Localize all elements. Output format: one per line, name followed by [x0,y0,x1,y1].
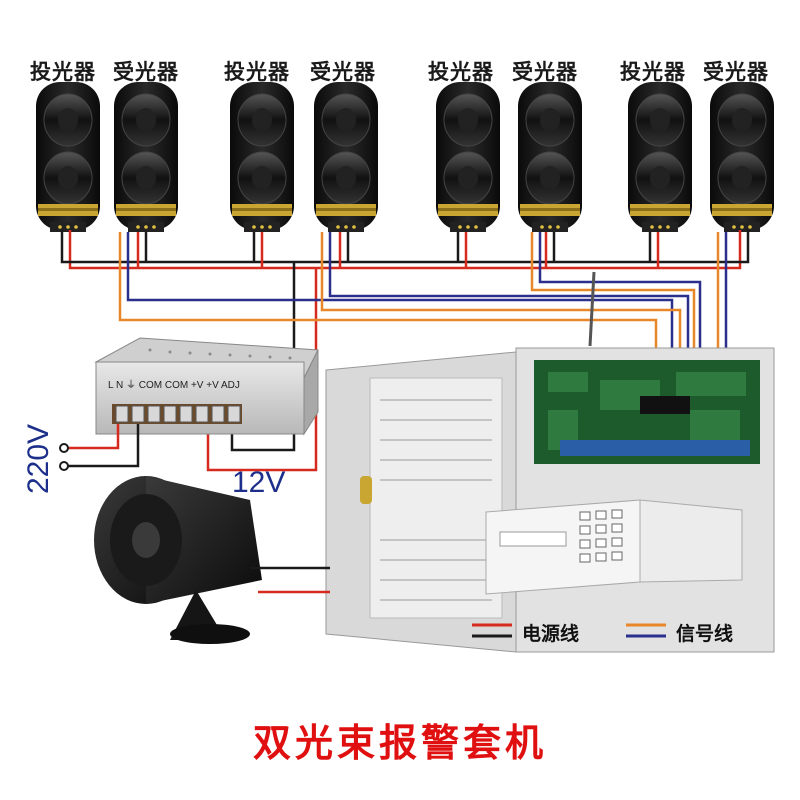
diagram-title: 双光束报警套机 [252,721,547,765]
alarm-panel-icon [325,271,775,653]
input-voltage-label: 220V [22,423,55,494]
legend-signal-label: 信号线 [676,623,734,645]
beam-receiver-icon [709,81,775,233]
power-supply-icon [94,337,319,436]
mains-terminal-icon [59,443,69,453]
signal-wires [118,232,728,352]
beam-transmitter-icon [435,81,501,233]
pair1-receiver-label: 受光器 [113,60,179,84]
beam-receiver-icon [313,81,379,233]
mains-terminal-icon [59,461,69,471]
pair3-receiver-label: 受光器 [512,60,578,84]
pair2-receiver-label: 受光器 [310,60,376,84]
beam-transmitter-icon [627,81,693,233]
legend [472,623,666,638]
siren-horn-icon [94,476,262,644]
antenna-icon [588,271,596,347]
beam-receiver-icon [113,81,179,233]
pair4-transmitter-label: 投光器 [620,60,686,84]
pair2-transmitter-label: 投光器 [224,60,290,84]
beam-receiver-icon [517,81,583,233]
pair1-transmitter-label: 投光器 [30,60,96,84]
psu-terminal-labels: L N ⏚ COM COM +V +V ADJ [108,380,240,391]
mains-input-wires [66,424,140,468]
pair4-receiver-label: 受光器 [703,60,769,84]
siren-wires [250,566,330,594]
output-voltage-label: 12V [232,466,286,499]
beam-transmitter-icon [35,81,101,233]
legend-power-label: 电源线 [522,623,580,645]
keypad-icon [485,499,743,595]
beam-transmitter-icon [229,81,295,233]
pair3-transmitter-label: 投光器 [428,60,494,84]
